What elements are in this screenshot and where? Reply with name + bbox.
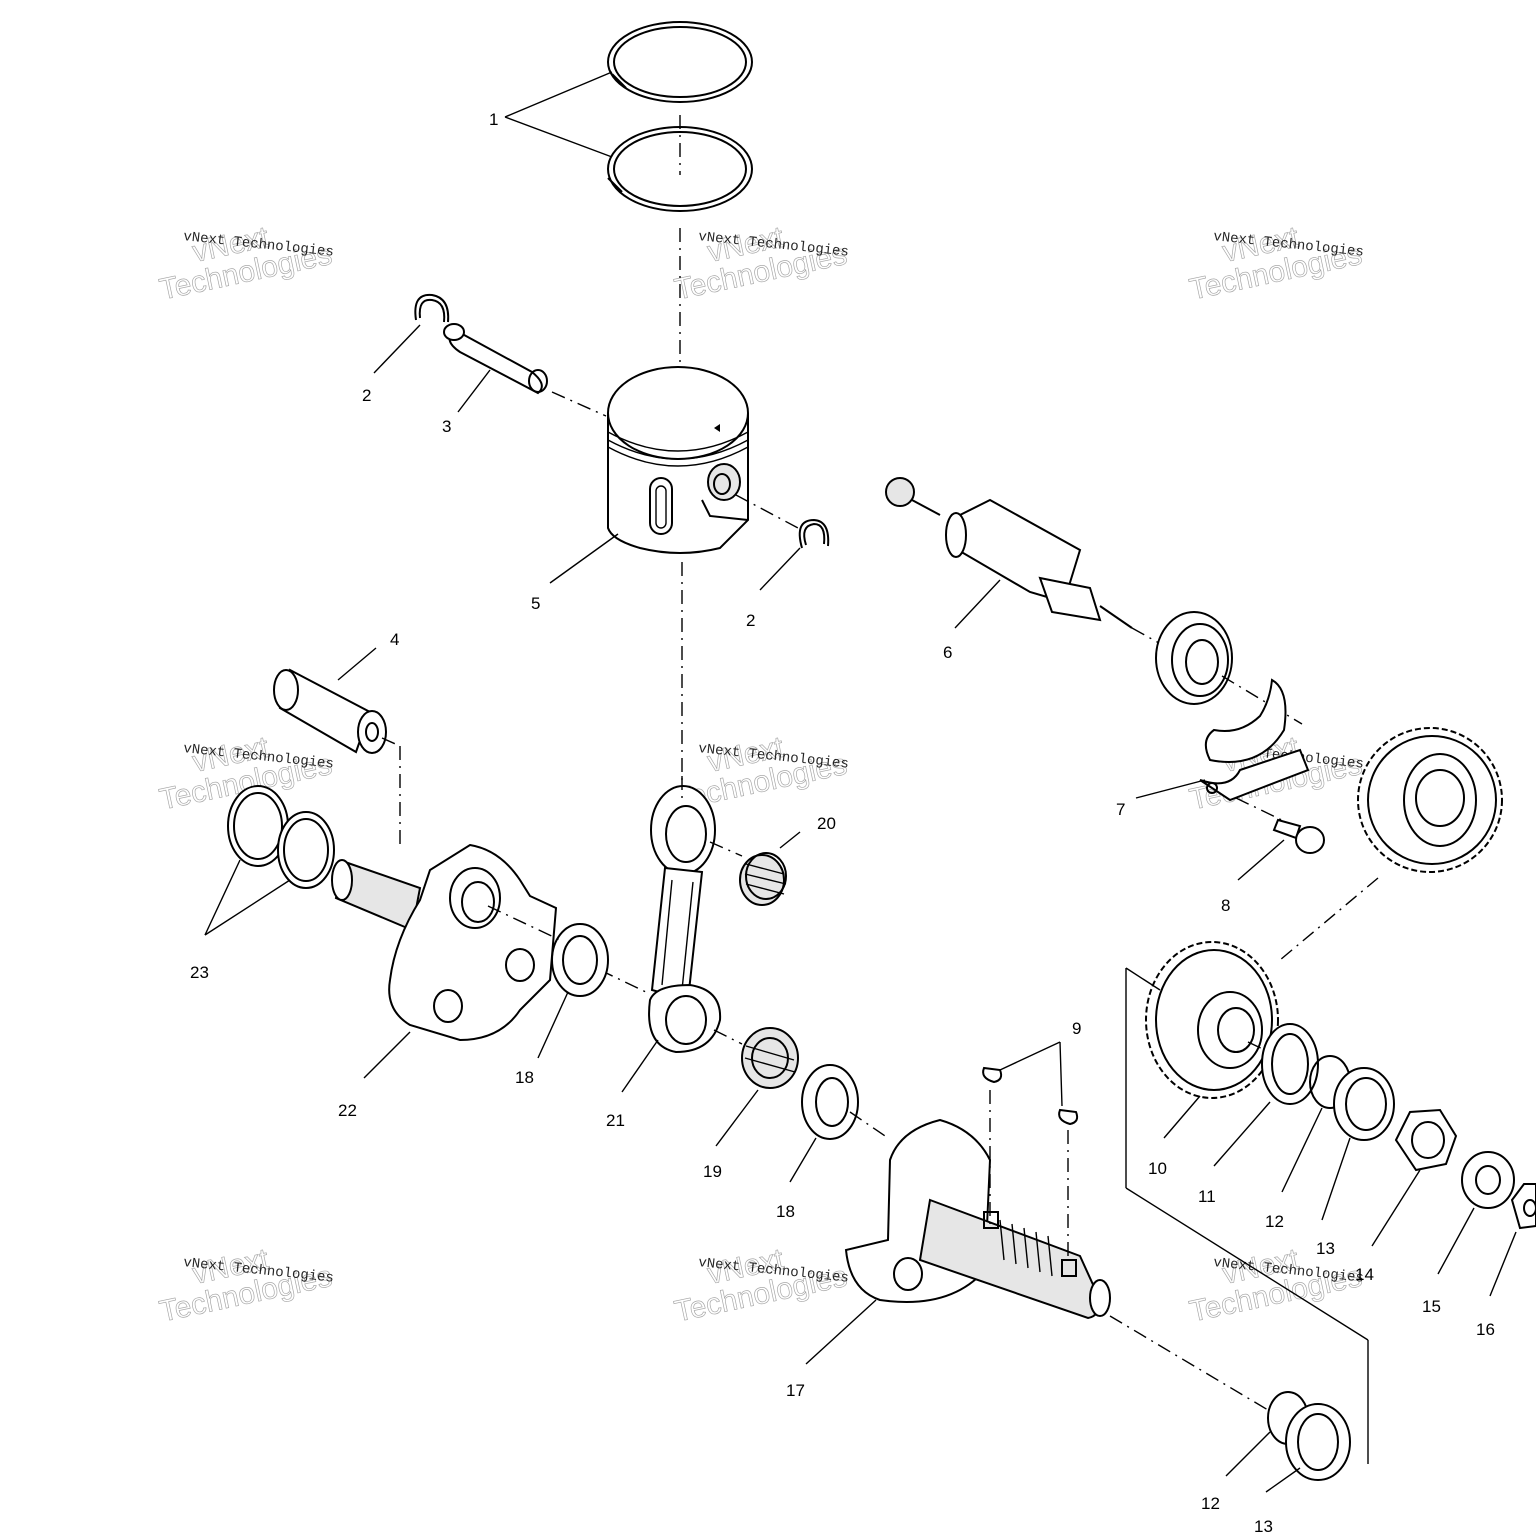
crank-half-right <box>844 1090 1269 1411</box>
callout-12: 12 <box>1201 1494 1220 1513</box>
callout-11: 11 <box>1198 1187 1216 1206</box>
callout-15: 15 <box>1422 1297 1441 1316</box>
crank-pin <box>273 668 401 850</box>
callout-4: 4 <box>390 630 399 649</box>
drive-gear <box>1125 941 1369 1464</box>
callout-6: 6 <box>943 643 952 662</box>
callout-14: 14 <box>1355 1265 1374 1284</box>
callout-12: 12 <box>1265 1212 1284 1231</box>
bracket <box>1135 678 1310 825</box>
needle-bearing-large <box>741 1027 799 1089</box>
watermarks: vNext Technologies vNext Technologies vN… <box>156 220 1365 1329</box>
leader-lines <box>337 324 1517 1493</box>
circlip-right <box>798 518 830 549</box>
callout-22: 22 <box>338 1101 357 1120</box>
callout-21: 21 <box>606 1111 625 1130</box>
thrust-washer-left <box>551 923 609 997</box>
balancer-gear <box>1279 727 1503 961</box>
thrust-washer-right <box>801 1064 889 1140</box>
shim-rings <box>204 785 335 936</box>
seal-lower <box>1285 1403 1351 1481</box>
spacer <box>1261 1023 1319 1105</box>
callout-2: 2 <box>362 386 371 405</box>
callout-18: 18 <box>515 1068 534 1087</box>
nut <box>1510 1183 1536 1230</box>
callout-5: 5 <box>531 594 540 613</box>
callout-23: 23 <box>190 963 209 982</box>
callout-3: 3 <box>442 417 451 436</box>
crank-half-left <box>331 843 561 1042</box>
callout-18: 18 <box>776 1202 795 1221</box>
woodruff-keys <box>982 1041 1079 1126</box>
piston-rings <box>504 21 753 212</box>
ball-bearing <box>1155 611 1303 725</box>
circlip-left <box>414 293 450 323</box>
connecting-rod <box>599 776 743 1054</box>
center-axis-lines <box>679 115 683 790</box>
callout-16: 16 <box>1476 1320 1495 1339</box>
piston-pin <box>443 323 607 417</box>
seal-upper <box>1333 1067 1395 1141</box>
callout-17: 17 <box>786 1381 805 1400</box>
callout-labels: 1 2 3 5 2 4 6 7 8 20 23 22 18 21 19 18 9… <box>190 110 1495 1536</box>
callout-10: 10 <box>1148 1159 1167 1178</box>
callout-1: 1 <box>489 110 498 129</box>
callout-2: 2 <box>746 611 755 630</box>
callout-7: 7 <box>1116 800 1125 819</box>
callout-13: 13 <box>1254 1517 1273 1536</box>
needle-bearing-small <box>739 852 787 906</box>
castle-nut <box>1394 1108 1458 1172</box>
callout-13: 13 <box>1316 1239 1335 1258</box>
washer <box>1461 1151 1515 1209</box>
callout-19: 19 <box>703 1162 722 1181</box>
callout-9: 9 <box>1072 1019 1081 1038</box>
piston <box>607 366 799 554</box>
callout-20: 20 <box>817 814 836 833</box>
callout-8: 8 <box>1221 896 1230 915</box>
balancer-shaft <box>885 477 1169 649</box>
bolt <box>1272 818 1325 854</box>
